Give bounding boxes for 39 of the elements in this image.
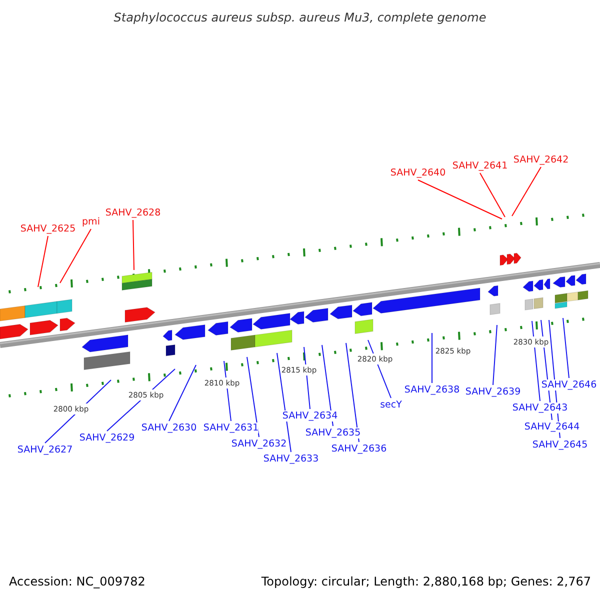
gene-label: SAHV_2628 <box>105 208 161 218</box>
diagram-title: Staphylococcus aureus subsp. aureus Mu3, complete genome <box>114 12 486 24</box>
gene-label: SAHV_2636 <box>331 444 387 454</box>
gene-label: SAHV_2640 <box>390 168 446 178</box>
accession-text: Accession: NC_009782 <box>9 576 146 588</box>
leader-line <box>532 320 540 402</box>
gene-label: SAHV_2625 <box>20 224 76 234</box>
gene-label: SAHV_2627 <box>17 444 73 456</box>
gene-label: SAHV_2643 <box>512 402 568 414</box>
genome-info-text: Topology: circular; Length: 2,880,168 bp; Genes: 2,767 <box>261 576 591 588</box>
gene-label: SAHV_2629 <box>79 432 135 444</box>
leader-line <box>512 166 542 216</box>
gene-label: SAHV_2633 <box>263 454 319 464</box>
leader-line <box>60 228 92 284</box>
leader-line <box>38 236 48 288</box>
gene-label: SAHV_2646 <box>541 380 597 390</box>
gene-label: pmi <box>82 216 100 228</box>
leader-line <box>132 220 134 270</box>
leader-line <box>276 352 292 452</box>
gene-label: secY <box>380 400 402 410</box>
gene-label: SAHV_2630 <box>141 422 197 434</box>
leader-line <box>322 344 334 426</box>
leader-line <box>562 318 570 378</box>
gene-label: SAHV_2638 <box>404 384 460 396</box>
gene-label: SAHV_2634 <box>282 410 338 422</box>
gene-label: SAHV_2642 <box>513 154 569 166</box>
leader-line <box>168 364 196 422</box>
gene-label: SAHV_2641 <box>452 160 508 172</box>
gene-label: SAHV_2639 <box>465 386 521 398</box>
gene-label: SAHV_2644 <box>524 422 580 432</box>
leader-line <box>418 180 502 220</box>
gene-label: SAHV_2635 <box>305 428 361 438</box>
leader-line <box>346 342 360 442</box>
gene-label: SAHV_2631 <box>203 422 259 434</box>
leader-line <box>492 324 498 386</box>
leader-line <box>480 172 506 218</box>
leader-line <box>246 356 260 438</box>
gene-label: SAHV_2632 <box>231 438 287 450</box>
gene-label: SAHV_2645 <box>532 440 588 450</box>
